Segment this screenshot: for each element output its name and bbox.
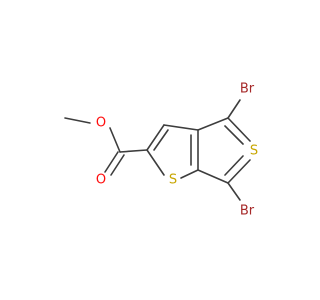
bond-ring-s5-c6-inner <box>224 155 244 176</box>
bonds <box>64 99 251 201</box>
bond-carbonyl-ring <box>119 149 148 153</box>
bond-ring-c6a-s1 <box>180 169 199 179</box>
bond-ring-c4-s5 <box>227 117 251 142</box>
bond-carbonyl-double-a <box>104 151 119 173</box>
bond-oxygen-carbonyl-carbon <box>109 127 121 153</box>
bond-ring-c3a-c4 <box>197 117 229 131</box>
atom-sulfur-ring2: S <box>250 144 258 159</box>
atom-oxygen-carbonyl: O <box>96 173 106 188</box>
bond-ring-c2-c3 <box>146 124 165 151</box>
bond-ring-s5-c6 <box>227 159 251 184</box>
bond-c6-bromine <box>227 182 241 201</box>
bond-ring-c3-c3a <box>163 124 199 131</box>
structure-canvas: O O S S Br Br <box>64 82 258 219</box>
bond-ring-c2-c3-inner <box>153 129 169 151</box>
bond-methyl-oxygen <box>64 117 91 124</box>
atom-oxygen-ether: O <box>96 116 106 131</box>
atom-bromine-bottom: Br <box>240 204 255 219</box>
atom-sulfur-ring1: S <box>169 173 177 188</box>
bond-ring-c4-s5-inner <box>224 125 244 145</box>
bond-c4-bromine <box>227 99 241 119</box>
molecule-structure: O O S S Br Br <box>64 82 258 219</box>
bond-carbonyl-double-b <box>110 154 125 176</box>
atom-labels: O O S S Br Br <box>96 82 258 219</box>
bond-ring-s1-c2 <box>146 149 165 176</box>
atom-bromine-top: Br <box>240 82 255 97</box>
bond-ring-c6-c6a <box>197 169 229 184</box>
